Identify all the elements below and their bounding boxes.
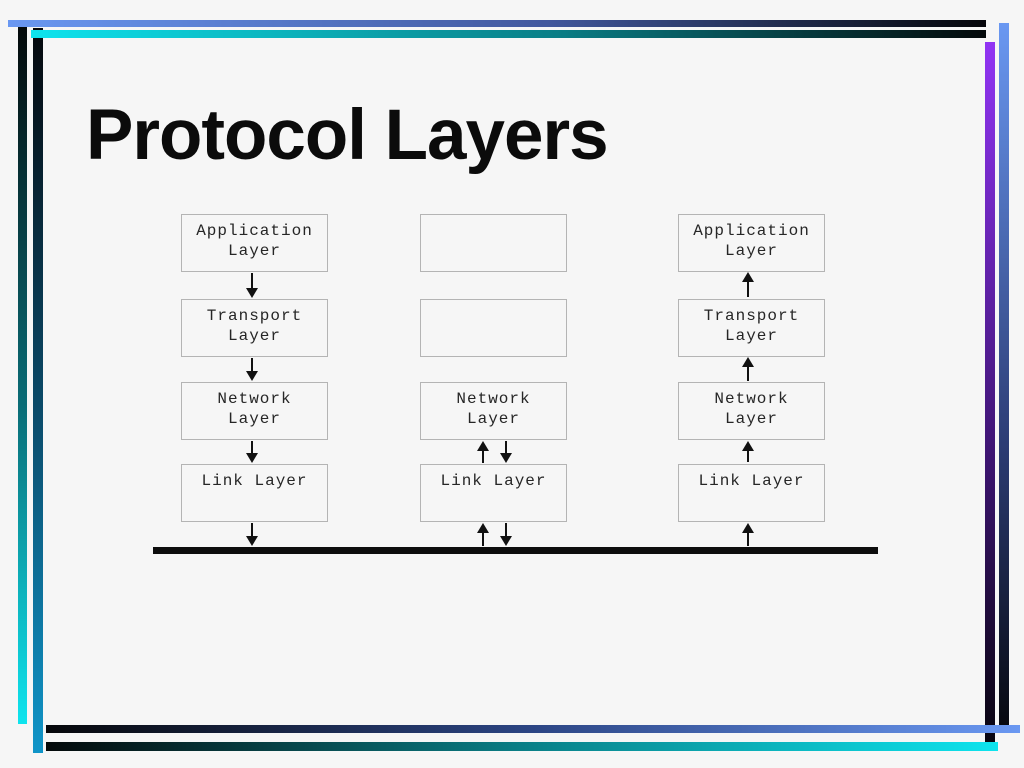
down-arrow — [500, 523, 512, 546]
down-arrow — [246, 441, 258, 463]
layer-box-transport: Transport Layer — [678, 299, 825, 357]
physical-medium-bar — [153, 547, 878, 554]
layer-box-network: Network Layer — [678, 382, 825, 440]
up-arrow — [477, 523, 489, 546]
layer-box-link: Link Layer — [420, 464, 567, 522]
up-arrow — [477, 441, 489, 463]
layer-box-link: Link Layer — [181, 464, 328, 522]
border-left-cyan-bar — [18, 27, 27, 724]
up-arrow — [742, 272, 754, 297]
down-arrow — [500, 441, 512, 463]
down-arrow — [246, 273, 258, 298]
border-right-blue-bar — [999, 23, 1009, 725]
border-right-purple-bar — [985, 42, 995, 743]
down-arrow — [246, 523, 258, 546]
border-bottom-cyan-line — [46, 742, 998, 751]
up-arrow — [742, 523, 754, 546]
slide-title: Protocol Layers — [86, 96, 609, 175]
border-left-blue-bar — [33, 28, 43, 753]
layer-box-empty — [420, 299, 567, 357]
up-arrow — [742, 441, 754, 462]
down-arrow — [246, 358, 258, 381]
layer-box-link: Link Layer — [678, 464, 825, 522]
layer-box-transport: Transport Layer — [181, 299, 328, 357]
layer-box-empty — [420, 214, 567, 272]
border-top-cyan-line — [31, 30, 986, 38]
layer-box-network: Network Layer — [181, 382, 328, 440]
border-bottom-blue-line — [46, 725, 1020, 733]
layer-box-application: Application Layer — [678, 214, 825, 272]
up-arrow — [742, 357, 754, 381]
border-top-blue-line — [8, 20, 986, 27]
layer-box-network: Network Layer — [420, 382, 567, 440]
layer-box-application: Application Layer — [181, 214, 328, 272]
